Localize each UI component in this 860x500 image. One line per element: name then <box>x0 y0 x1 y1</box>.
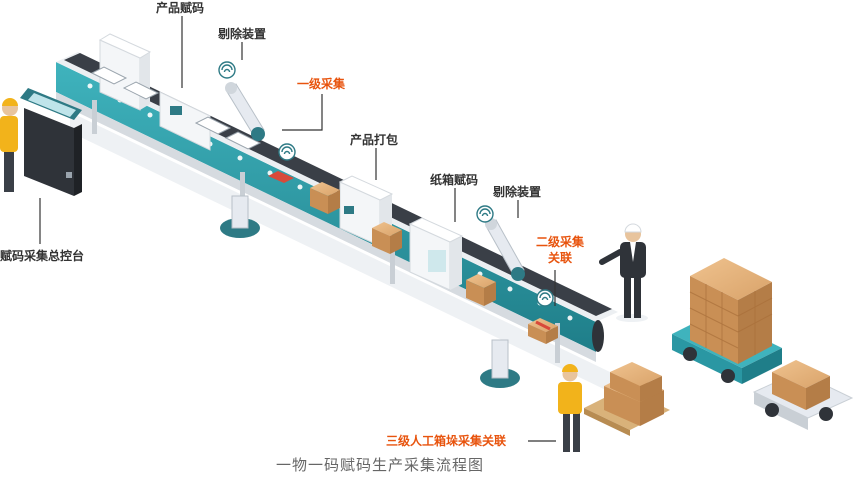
label-reject-device-2: 剔除装置 <box>493 185 542 199</box>
label-level2-collect: 二级采集 <box>536 235 585 249</box>
manual-stacking-area <box>584 362 670 436</box>
reject-robot-1 <box>220 82 265 238</box>
reject-robot-2 <box>480 218 525 388</box>
carton-coding-gate <box>408 217 464 291</box>
product-trays <box>90 66 262 150</box>
label-product-packing: 产品打包 <box>350 133 399 147</box>
label-level1-collect: 一级采集 <box>297 77 346 91</box>
diagram-caption: 一物一码赋码生产采集流程图 <box>275 456 484 474</box>
wifi-signal-icons <box>218 61 554 307</box>
pallet-truck-large <box>672 258 782 384</box>
console-worker <box>0 98 18 192</box>
label-carton-coding: 纸箱赋码 <box>430 173 479 187</box>
label-product-coding: 产品赋码 <box>156 1 205 15</box>
label-level2-link: 关联 <box>548 251 573 265</box>
floor-shadow <box>70 112 610 392</box>
label-reject-device-1: 剔除装置 <box>218 27 267 41</box>
stacking-worker <box>558 364 582 452</box>
label-console: 赋码采集总控台 <box>0 249 85 263</box>
label-level3: 三级人工箱垛采集关联 <box>386 434 507 448</box>
pallet-truck-small <box>752 360 854 430</box>
supervisor <box>599 223 648 322</box>
control-console <box>20 88 82 196</box>
cartons-on-belt <box>268 171 558 344</box>
label-leader-lines <box>39 16 556 442</box>
